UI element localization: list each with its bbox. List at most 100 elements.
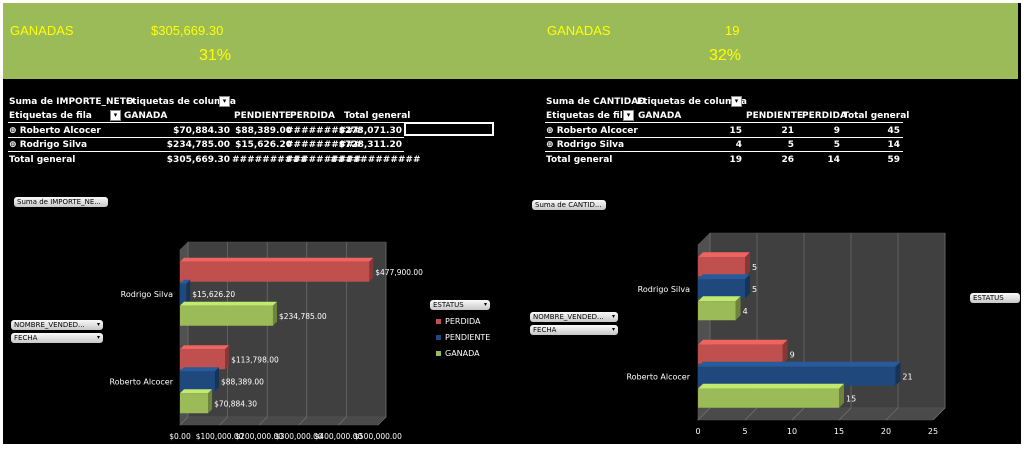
legend-field-button-estatus[interactable]: ESTATUS [970, 293, 1020, 303]
cell[interactable]: 5 [787, 140, 794, 150]
data-label: 5 [752, 285, 757, 294]
pivot-row-labels[interactable]: Etiquetas de fila [9, 111, 92, 121]
cell[interactable]: ########## [286, 126, 362, 136]
filter-button-fecha[interactable]: FECHA▾ [530, 325, 618, 335]
row-filter-dropdown-icon[interactable]: ▾ [110, 110, 121, 121]
filter-button-vendedor[interactable]: NOMBRE_VENDED...▾ [530, 312, 618, 322]
bar-perdida [698, 344, 783, 364]
cell[interactable]: $728,311.20 [338, 140, 402, 150]
bar-end [782, 339, 788, 364]
bar-chart-importe[interactable]: $0.00$100,000.00$200,000.00$300,000.00$4… [100, 215, 520, 445]
bar-top [180, 389, 213, 394]
gridline-floor [885, 407, 899, 421]
value-field-button-cantidad[interactable]: Suma de CANTID... [532, 200, 606, 210]
column-filter-dropdown-icon[interactable]: ▾ [731, 96, 742, 107]
cell[interactable]: 15 [729, 126, 742, 136]
cell[interactable]: $273,071.30 [338, 126, 402, 136]
row-filter-dropdown-icon[interactable]: ▾ [623, 110, 634, 121]
legend-item: PENDIENTE [445, 333, 490, 342]
category-label: Roberto Alcocer [626, 372, 690, 381]
data-label: $88,389.00 [221, 377, 264, 386]
cell[interactable]: $15,626.20 [235, 140, 292, 150]
cell[interactable]: 45 [887, 126, 900, 136]
cell[interactable]: 21 [781, 126, 794, 136]
bar-top [698, 361, 901, 367]
tick-label: 10 [787, 427, 797, 436]
filter-button-fecha[interactable]: FECHA▾ [11, 333, 103, 343]
row-label-rodrigo[interactable]: ⊕ Rodrigo Silva [546, 140, 625, 150]
bar-end [735, 296, 741, 321]
cell[interactable]: 19 [729, 155, 742, 165]
legend-swatch [436, 335, 441, 340]
col-header-pendiente: PENDIENTE [746, 111, 804, 121]
row-divider [8, 137, 404, 138]
gridline-floor [697, 407, 711, 421]
bar-top [180, 279, 191, 284]
bar-top [180, 257, 374, 262]
cell[interactable]: 9 [833, 126, 840, 136]
col-header-total: Total general [843, 111, 910, 121]
gridline-floor [298, 416, 308, 426]
cell[interactable]: 5 [833, 140, 840, 150]
bar-end [369, 257, 374, 282]
total-label: Total general [9, 155, 76, 165]
bar-end [225, 345, 230, 370]
dropdown-arrow-icon: ▾ [611, 313, 615, 320]
bar-top [698, 274, 750, 280]
cell[interactable]: 4 [735, 140, 742, 150]
bar-pendiente [698, 279, 745, 299]
data-label: 9 [790, 350, 795, 359]
pivot-value-field: Suma de IMPORTE_NETO [9, 97, 134, 107]
bar-pendiente [180, 371, 216, 392]
bar-perdida [180, 261, 370, 282]
cell[interactable]: 14 [827, 155, 840, 165]
bar-perdida [180, 349, 226, 370]
pivot-column-labels[interactable]: Etiquetas de columna [126, 97, 236, 107]
total-label: Total general [546, 155, 613, 165]
bar-end [186, 279, 191, 304]
cell[interactable]: $88,389.00 [235, 126, 292, 136]
bar-end [272, 301, 277, 326]
data-label: $15,626.20 [192, 290, 235, 299]
tick-label: $300,000.00 [275, 432, 323, 441]
row-label-rodrigo[interactable]: ⊕ Rodrigo Silva [9, 140, 88, 150]
data-label: $477,900.00 [375, 268, 423, 277]
pivot-column-labels[interactable]: Etiquetas de columna [637, 97, 747, 107]
row-label-roberto[interactable]: ⊕ Roberto Alcocer [9, 126, 101, 136]
bar-pendiente [698, 366, 896, 386]
value-field-button-importe[interactable]: Suma de IMPORTE_NE... [14, 197, 108, 207]
cell[interactable]: ########## [286, 140, 362, 150]
bar-ganada [180, 393, 209, 414]
header-divider [545, 122, 903, 123]
row-divider [8, 151, 404, 152]
banner-left-label: GANADAS [10, 23, 74, 38]
cell[interactable]: $234,785.00 [166, 140, 230, 150]
cell[interactable]: ########## [232, 155, 308, 165]
cell[interactable]: 59 [887, 155, 900, 165]
col-header-ganada: GANADA [638, 111, 682, 121]
tick-label: $100,000.00 [196, 432, 244, 441]
dropdown-arrow-icon: ▾ [96, 334, 100, 341]
header-divider [8, 122, 404, 123]
data-label: $234,785.00 [279, 312, 327, 321]
cell[interactable]: $70,884.30 [173, 126, 230, 136]
pivot-row-labels[interactable]: Etiquetas de fila [546, 111, 629, 121]
cell[interactable]: 26 [781, 155, 794, 165]
gridline-floor [258, 416, 268, 426]
column-filter-dropdown-icon[interactable]: ▾ [219, 96, 230, 107]
cell[interactable]: 14 [887, 140, 900, 150]
cell[interactable]: ########## [286, 155, 362, 165]
bar-top [698, 383, 844, 389]
cell[interactable]: ############ [330, 155, 421, 165]
gridline-floor [377, 416, 387, 426]
row-label-roberto[interactable]: ⊕ Roberto Alcocer [546, 126, 638, 136]
cell[interactable]: $305,669.30 [166, 155, 230, 165]
filter-button-vendedor[interactable]: NOMBRE_VENDED...▾ [11, 320, 103, 330]
tick-label: 20 [881, 427, 891, 436]
selected-cell[interactable] [404, 122, 494, 136]
banner-left-pct: 31% [199, 47, 232, 64]
legend-field-button-estatus[interactable]: ESTATUS▾ [430, 300, 490, 310]
bar-end [895, 361, 901, 386]
legend-swatch [436, 319, 441, 324]
